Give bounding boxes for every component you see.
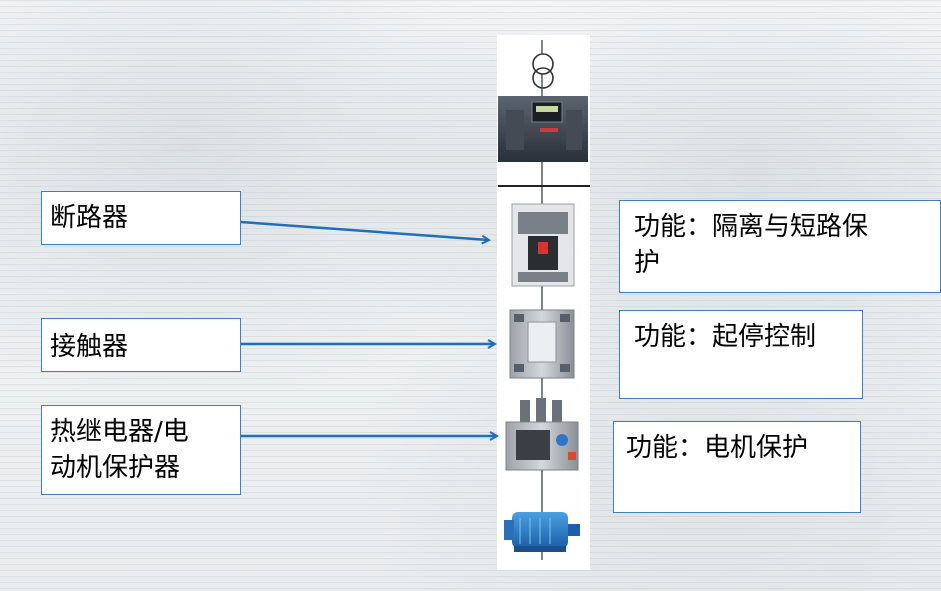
circuit-breaker-icon: [511, 203, 575, 287]
thermal-relay-icon: [505, 398, 579, 471]
function-isolation-line1: 功能：隔离与短路保: [634, 212, 869, 242]
function-start-stop-text: 功能：起停控制: [634, 322, 817, 352]
label-contactor: 接触器: [41, 318, 241, 372]
label-circuit-breaker: 断路器: [41, 191, 241, 245]
motor-icon: [504, 512, 580, 552]
transformer-symbol: [532, 53, 554, 89]
main-breaker-icon: [498, 96, 588, 162]
function-box-isolation: 功能：隔离与短路保 护: [619, 200, 941, 293]
function-box-start-stop: 功能：起停控制: [619, 310, 863, 399]
arrow-breaker: [240, 220, 488, 240]
contactor-icon: [509, 309, 575, 379]
function-isolation-line2: 护: [634, 248, 661, 278]
label-contactor-text: 接触器: [50, 332, 129, 362]
label-thermal-relay: 热继电器/电 动机保护器: [41, 405, 241, 495]
function-box-motor-protection: 功能：电机保护: [613, 421, 861, 513]
label-circuit-breaker-text: 断路器: [50, 203, 129, 233]
function-motor-protection-text: 功能：电机保护: [626, 433, 809, 463]
label-thermal-relay-line1: 热继电器/电: [50, 417, 189, 447]
label-thermal-relay-line2: 动机保护器: [50, 453, 181, 483]
